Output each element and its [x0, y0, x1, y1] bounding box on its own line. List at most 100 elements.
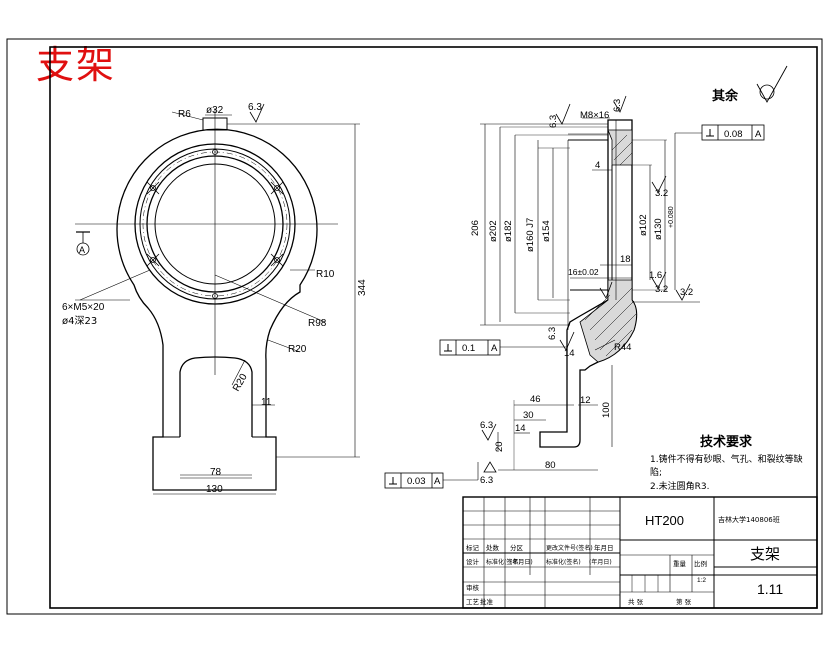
surface-note-symbol	[756, 65, 788, 103]
title-block-text: HT200 吉林大学140806班 支架 1.11 比例 重量 1:2 共 张 …	[466, 513, 783, 606]
sheet-no: 第 张	[676, 597, 692, 606]
drawing-title-red: 支架	[36, 43, 117, 87]
row-audit: 审核	[466, 583, 480, 592]
dim-130: 130	[206, 484, 223, 495]
row-std: 标准化(签名)	[486, 558, 521, 566]
tol-frame-flatness	[701, 124, 765, 141]
dim-206: 206	[470, 220, 481, 236]
fork-inner	[179, 356, 253, 437]
tol-perp2-value: 0.03	[407, 476, 426, 487]
roughness-symbol-s3	[651, 271, 667, 289]
front-view	[75, 103, 360, 495]
dim-182: ø182	[503, 220, 514, 242]
dim-78: 78	[210, 467, 222, 478]
roughness-symbol-s2	[651, 175, 667, 193]
row-process: 工艺	[466, 598, 480, 606]
row-std-date: (年月日)	[510, 558, 533, 566]
leader-r20a	[267, 339, 301, 353]
dim-m8: M8×16	[580, 110, 609, 121]
leader-r20b	[231, 359, 246, 386]
datum-a-circle	[76, 242, 90, 256]
dim-344: 344	[357, 279, 368, 296]
dim-154: ø154	[541, 220, 552, 242]
row-std2: 标准化(签名)	[546, 558, 581, 566]
front-outline	[116, 128, 318, 491]
dim-130-tol: +0.080	[668, 206, 675, 228]
tech-req-line-1b: 陷;	[650, 466, 662, 478]
ring-inner	[146, 155, 284, 293]
dim-100: 100	[601, 402, 612, 418]
dim-12: 12	[580, 395, 591, 406]
section-view-labels: M8×16 6.3 6.3 0.08 A 4 206 ø202 ø182 ø16…	[407, 88, 762, 487]
dim-r6: R6	[178, 109, 191, 120]
dim-r44: R44	[614, 342, 631, 353]
roughness-symbol-s4	[675, 283, 691, 301]
bore	[154, 163, 276, 285]
tol-flatness-value: 0.08	[724, 129, 743, 140]
dim-phi32: ø32	[206, 105, 224, 116]
ring-mid	[139, 148, 291, 300]
weight-label: 重量	[673, 560, 687, 568]
dim-102: ø102	[638, 214, 649, 236]
row-doc: 更改文件号(签名)	[546, 544, 593, 552]
tol-perp-datum: A	[491, 343, 498, 354]
tech-requirements: 技术要求 1.铸件不得有砂眼、气孔、和裂纹等缺 陷; 2.未注圆角R3.	[650, 434, 803, 492]
dim-11: 11	[261, 397, 272, 408]
row-count: 处数	[486, 543, 500, 552]
dim-4: 4	[595, 160, 600, 171]
ra-top-right: 6.3	[612, 99, 623, 112]
leader-r98	[214, 274, 326, 323]
hatch-top	[607, 129, 633, 166]
roughness-top: 6.3	[248, 102, 262, 113]
ra-top-left: 6.3	[548, 115, 559, 128]
surface-note-roughness: 6.3	[742, 91, 752, 98]
tol-frame-perp	[439, 339, 501, 356]
dim-202: ø202	[488, 220, 499, 242]
inner-border	[49, 46, 818, 609]
roughness-symbol-s7	[481, 423, 497, 441]
dim-30: 30	[523, 410, 534, 421]
surface-note-circle	[759, 84, 775, 100]
front-view-labels: R6 ø32 6.3 344 R10 R98 R20 R20 11 78 130…	[62, 102, 368, 495]
tol-frame-perp2	[384, 472, 444, 489]
dim-r98: R98	[308, 318, 327, 329]
dim-1-6: 1.6	[649, 270, 662, 281]
tech-req-title: 技术要求	[700, 434, 753, 450]
title-block	[462, 496, 818, 609]
tech-req-line-2: 2.未注圆角R3.	[650, 480, 709, 492]
row-date: 年月日	[594, 543, 614, 552]
hole-note-1: 6×M5×20	[62, 302, 105, 313]
dim-46: 46	[530, 394, 541, 405]
dim-r10: R10	[316, 269, 335, 280]
leader-r44	[594, 339, 616, 351]
leader-holes	[79, 269, 151, 301]
ra-bottom: 6.3	[480, 475, 493, 486]
bolt-holes	[146, 149, 284, 299]
school: 吉林大学140806班	[718, 515, 780, 524]
roughness-symbol-top	[249, 103, 265, 123]
dim-130: ø130	[653, 218, 664, 240]
ra-mid: 6.3	[547, 327, 558, 340]
tol-perp2-datum: A	[434, 476, 441, 487]
bolt-circle	[142, 151, 288, 297]
dim-r20-b: R20	[231, 372, 250, 394]
roughness-symbol-s9	[613, 95, 627, 113]
scale-value: 1:2	[697, 577, 706, 584]
dim-14b: 14	[515, 423, 526, 434]
tol-flatness-datum: A	[755, 129, 762, 140]
material: HT200	[645, 513, 684, 528]
ra-low: 6.3	[480, 420, 493, 431]
ra-3-2-b: 3.2	[655, 284, 668, 295]
part-name: 支架	[750, 545, 780, 563]
ra-3-2-a: 3.2	[655, 188, 668, 199]
tech-req-line-1: 1.铸件不得有砂眼、气孔、和裂纹等缺	[650, 453, 803, 465]
datum-a-label: A	[79, 245, 85, 255]
roughness-symbol-s8	[483, 461, 497, 473]
leader-r6	[171, 111, 204, 121]
row-std2-date: (年月日)	[589, 558, 612, 566]
row-design: 设计	[466, 557, 480, 566]
ra-3-2-c: 3.2	[680, 287, 693, 298]
section-view	[384, 65, 788, 489]
